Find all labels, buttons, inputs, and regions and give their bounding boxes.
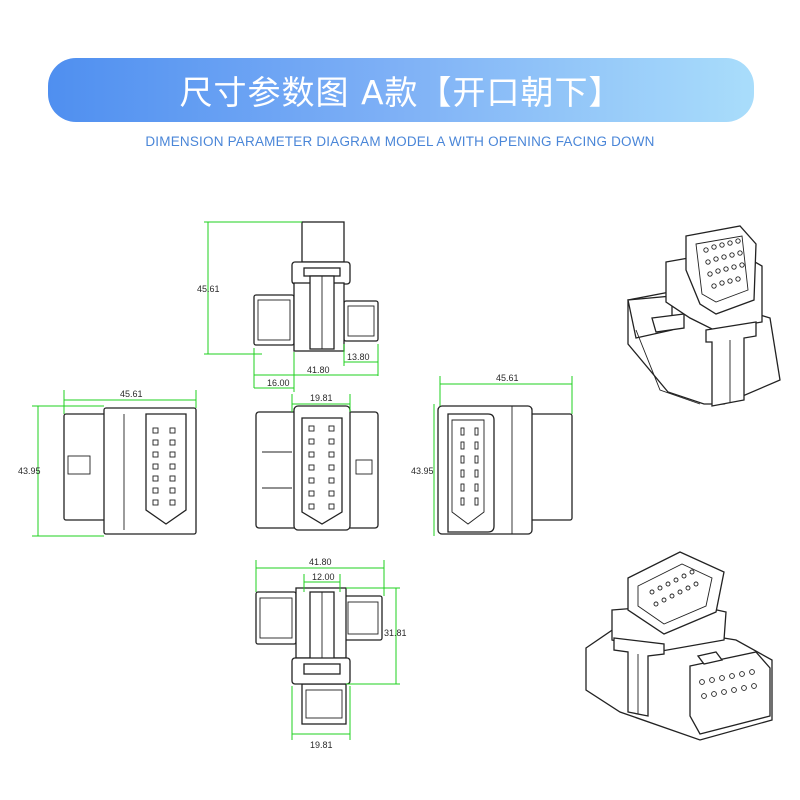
dim-left-width: 45.61: [120, 389, 143, 399]
top-dimensions: [204, 221, 379, 392]
dim-top-right-offset: 13.80: [347, 352, 370, 362]
bottom-view: [255, 587, 383, 725]
isometric-view-top: [627, 225, 781, 407]
dim-top-height: 45.61: [197, 284, 220, 294]
dim-top-left-offset: 16.00: [267, 378, 290, 388]
page-title: 尺寸参数图 A款【开口朝下】: [179, 73, 623, 112]
center-view: [255, 405, 379, 531]
dim-top-width: 41.80: [307, 365, 330, 375]
left-dimensions: [32, 390, 197, 537]
dim-bottom-width: 41.80: [309, 557, 332, 567]
right-view: [437, 405, 573, 535]
dim-center-width: 19.81: [310, 393, 333, 403]
dim-right-width: 45.61: [496, 373, 519, 383]
right-dimensions: [433, 376, 573, 536]
dim-bottom-inner: 12.00: [312, 572, 335, 582]
bottom-dimensions: [255, 560, 400, 740]
page-subtitle: DIMENSION PARAMETER DIAGRAM MODEL A WITH…: [145, 134, 655, 149]
dim-right-height: 43.95: [411, 466, 434, 476]
top-view: [253, 221, 379, 352]
left-view: [63, 407, 197, 535]
dim-bottom-base: 19.81: [310, 740, 333, 750]
isometric-view-bottom: [585, 551, 773, 741]
center-dimensions: [291, 394, 351, 412]
title-banner: 尺寸参数图 A款【开口朝下】: [48, 58, 754, 122]
dim-left-height: 43.95: [18, 466, 41, 476]
dim-bottom-height: 31.81: [384, 628, 407, 638]
